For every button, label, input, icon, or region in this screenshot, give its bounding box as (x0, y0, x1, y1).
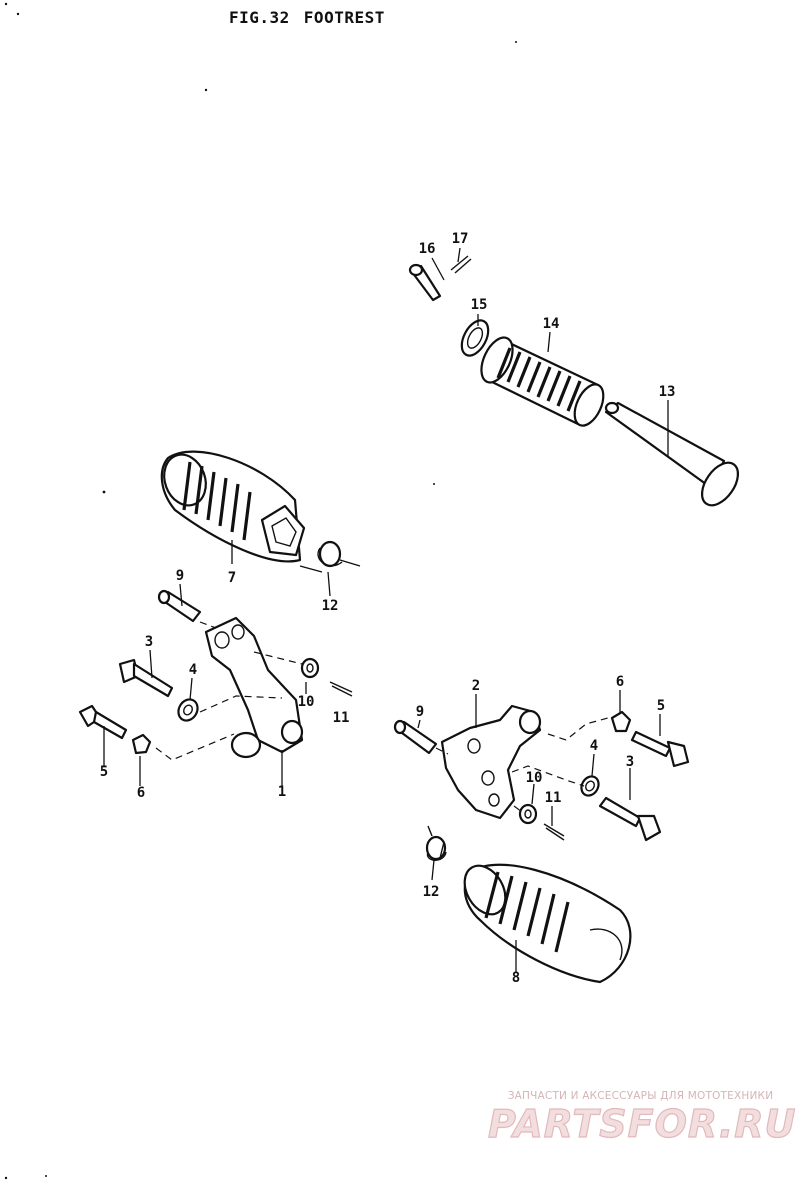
callout-5-right: 5 (657, 698, 665, 714)
leader-lines (103, 247, 669, 972)
callout-17: 17 (452, 231, 469, 247)
nut-6-right (610, 710, 632, 733)
pin-9-right (393, 719, 438, 755)
callout-3-left: 3 (145, 634, 153, 650)
pin-11-right (543, 823, 565, 841)
watermark: ЗАПЧАСТИ И АКСЕССУАРЫ ДЛЯ МОТОТЕХНИКИ PA… (487, 1090, 797, 1147)
callout-12-right: 12 (423, 884, 440, 900)
callout-14: 14 (543, 316, 560, 332)
callout-3-right: 3 (626, 754, 634, 770)
bolt-3-right (598, 796, 662, 842)
callout-2: 2 (472, 678, 480, 694)
bolt-3-left (118, 658, 174, 698)
callout-9-right: 9 (416, 704, 424, 720)
callout-12-left: 12 (322, 598, 339, 614)
figure-name: FOOTREST (303, 8, 385, 27)
pin-16 (408, 263, 442, 302)
spring-12-left (299, 540, 361, 573)
bracket-2 (440, 704, 542, 820)
dashed-assembly-lines-right (435, 717, 609, 813)
callout-6-left: 6 (137, 785, 145, 801)
footrest-rubber-8 (463, 863, 632, 984)
callout-5-left: 5 (100, 764, 108, 780)
figure-number: FIG.32 (229, 8, 290, 27)
washer-4-left (177, 698, 199, 722)
watermark-logo: PARTSFOR.RU (487, 1101, 797, 1146)
callout-1: 1 (278, 784, 286, 800)
bolt-5-right (630, 730, 690, 768)
callout-11-left: 11 (333, 710, 350, 726)
callout-16: 16 (419, 241, 436, 257)
washer-10-right (518, 803, 538, 825)
washer-10-left (300, 657, 320, 679)
callout-10-right: 10 (526, 770, 543, 786)
scan-specks (4, 2, 517, 1180)
callout-13: 13 (659, 384, 676, 400)
bolt-5-left (78, 704, 128, 740)
nut-6-left (131, 733, 152, 755)
callout-8: 8 (512, 970, 520, 986)
footrest-rubber-7 (160, 450, 306, 563)
figure-title: FIG.32 FOOTREST (229, 8, 399, 27)
callout-labels: 16 17 15 14 13 7 12 9 3 4 10 11 5 6 1 2 … (100, 231, 676, 986)
callout-6-right: 6 (616, 674, 624, 690)
callout-7: 7 (228, 570, 236, 586)
callout-9-left: 9 (176, 568, 184, 584)
callout-4-left: 4 (189, 662, 197, 678)
watermark-caption: ЗАПЧАСТИ И АКСЕССУАРЫ ДЛЯ МОТОТЕХНИКИ (507, 1090, 774, 1102)
callout-4-right: 4 (590, 738, 598, 754)
washer-15 (460, 319, 490, 357)
spring-12-right (425, 825, 447, 861)
bracket-1 (204, 616, 304, 759)
footrest-bar-13 (604, 401, 740, 507)
callout-15: 15 (471, 297, 488, 313)
pin-11-left (329, 681, 353, 697)
rubber-14 (480, 336, 605, 427)
callout-10-left: 10 (298, 694, 315, 710)
washer-4-right (580, 775, 600, 797)
dashed-assembly-lines-left (155, 621, 303, 761)
pin-9-left (157, 589, 202, 623)
callout-11-right: 11 (545, 790, 562, 806)
cotter-pin-17 (450, 255, 472, 274)
